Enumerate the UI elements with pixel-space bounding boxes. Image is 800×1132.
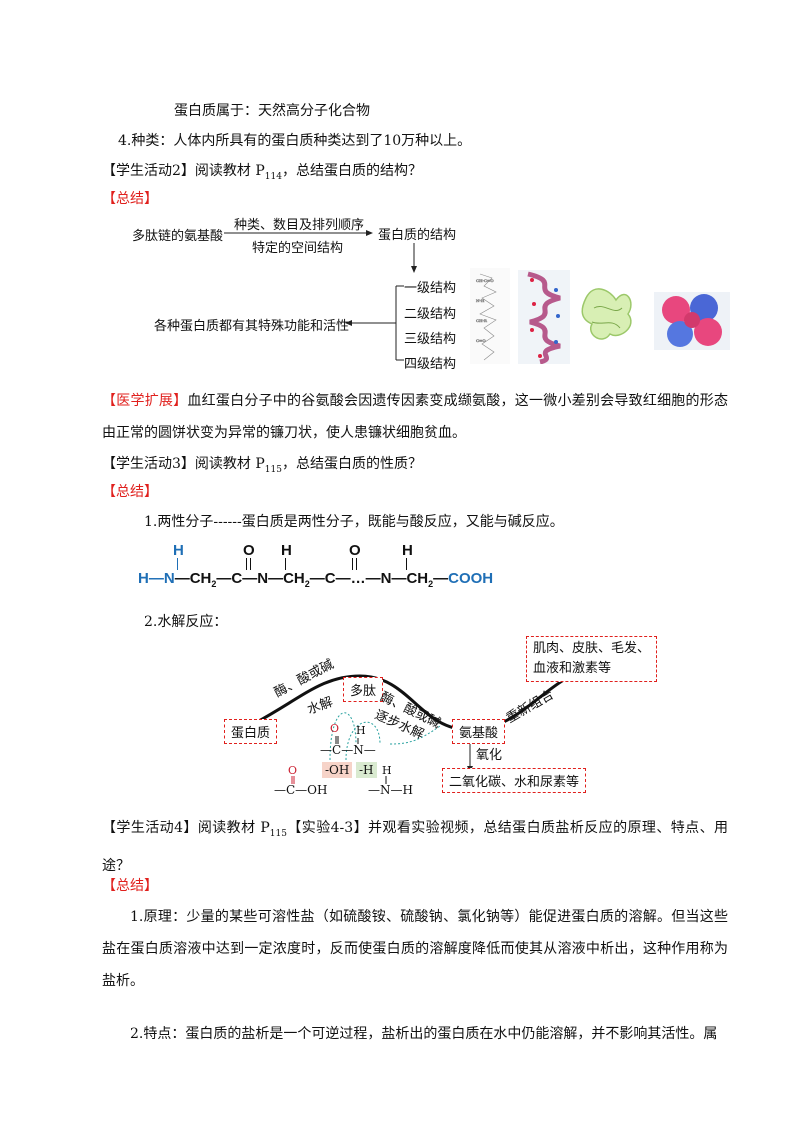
carboxyl-fragment: —C—OH	[274, 783, 328, 797]
level-1: 一级结构	[404, 281, 457, 296]
oh-fragment: -OH	[322, 762, 353, 778]
tertiary-structure-image	[581, 288, 632, 340]
h-fragment: -H	[356, 762, 377, 778]
bond-h-upper: H	[356, 724, 366, 737]
activity-3: 【学生活动3】阅读教材 P115，总结蛋白质的性质？	[102, 456, 422, 475]
amino-acid-box: 氨基酸	[452, 719, 506, 744]
kinds-line: 4.种类：人体内所具有的蛋白质种类达到了10万种以上。	[118, 133, 472, 149]
svg-text:C=O: C=O	[476, 338, 486, 343]
products-box: 二氧化碳、水和尿素等	[442, 768, 587, 793]
level-2: 二级结构	[404, 307, 457, 322]
svg-text:N-H: N-H	[476, 298, 485, 303]
protein-structure-images: CH-C=O N-H CH-R C=O	[470, 268, 730, 364]
secondary-structure-image	[518, 270, 570, 364]
primary-structure-image: CH-C=O N-H CH-R C=O	[470, 268, 510, 364]
principle-paragraph: 1.原理：少量的某些可溶性盐（如硫酸铵、硫酸钠、氯化钠等）能促进蛋白质的溶解。但…	[102, 909, 728, 989]
protein-structure-label: 蛋白质的结构	[378, 228, 457, 243]
activity-4: 【学生活动4】阅读教材 P115【实验4-3】并观看实验视频，总结蛋白质盐析反应…	[102, 820, 729, 874]
medical-extension: 【医学扩展】血红蛋白分子中的谷氨酸会因遗传因素变成缬氨酸，这一微小差别会导致红细…	[102, 393, 729, 441]
level-4: 四级结构	[404, 357, 457, 372]
structure-arrows	[224, 230, 417, 361]
oxidize-label: 氧化	[476, 748, 503, 763]
feature-paragraph: 2.特点：蛋白质的盐析是一个可逆过程，盐析出的蛋白质在水中仍能溶解，并不影响其活…	[130, 1026, 718, 1042]
amino-fragment: —N—H	[368, 783, 413, 797]
svg-text:CH-R: CH-R	[476, 318, 488, 323]
polypeptide-label: 多肽链的氨基酸	[132, 229, 224, 244]
hydrolysis-line: 2.水解反应：	[144, 614, 228, 630]
belongs-line: 蛋白质属于：天然高分子化合物	[174, 103, 370, 119]
quaternary-structure-image	[654, 292, 730, 350]
peptide-box: 多肽	[343, 677, 384, 702]
target-box: 肌肉、皮肤、毛发、 血液和激素等	[526, 636, 658, 682]
level-3: 三级结构	[404, 332, 457, 347]
svg-text:CH-C=O: CH-C=O	[476, 278, 494, 283]
product-h: H	[382, 764, 392, 777]
activity-2: 【学生活动2】阅读教材 P114，总结蛋白质的结构？	[102, 163, 422, 182]
peptide-formula: H O H O H H—N—CH2—C—N—CH2—C—…—N—CH2—COOH	[138, 542, 494, 589]
summary-heading-3: 【总结】	[102, 878, 158, 894]
summary-heading-2: 【总结】	[102, 484, 158, 500]
summary-heading-1: 【总结】	[102, 191, 158, 207]
function-label: 各种蛋白质都有其特殊功能和活性	[154, 319, 350, 334]
sequence-label: 种类、数目及排列顺序	[234, 218, 365, 233]
bond-o-upper: O	[330, 722, 340, 735]
bond-c-row: —C—N—	[320, 743, 376, 757]
product-o: O	[288, 764, 298, 777]
spatial-structure-label: 特定的空间结构	[252, 241, 344, 256]
amphoteric-line: 1.两性分子------蛋白质是两性分子，既能与酸反应，又能与碱反应。	[144, 514, 564, 530]
protein-box: 蛋白质	[224, 719, 278, 744]
